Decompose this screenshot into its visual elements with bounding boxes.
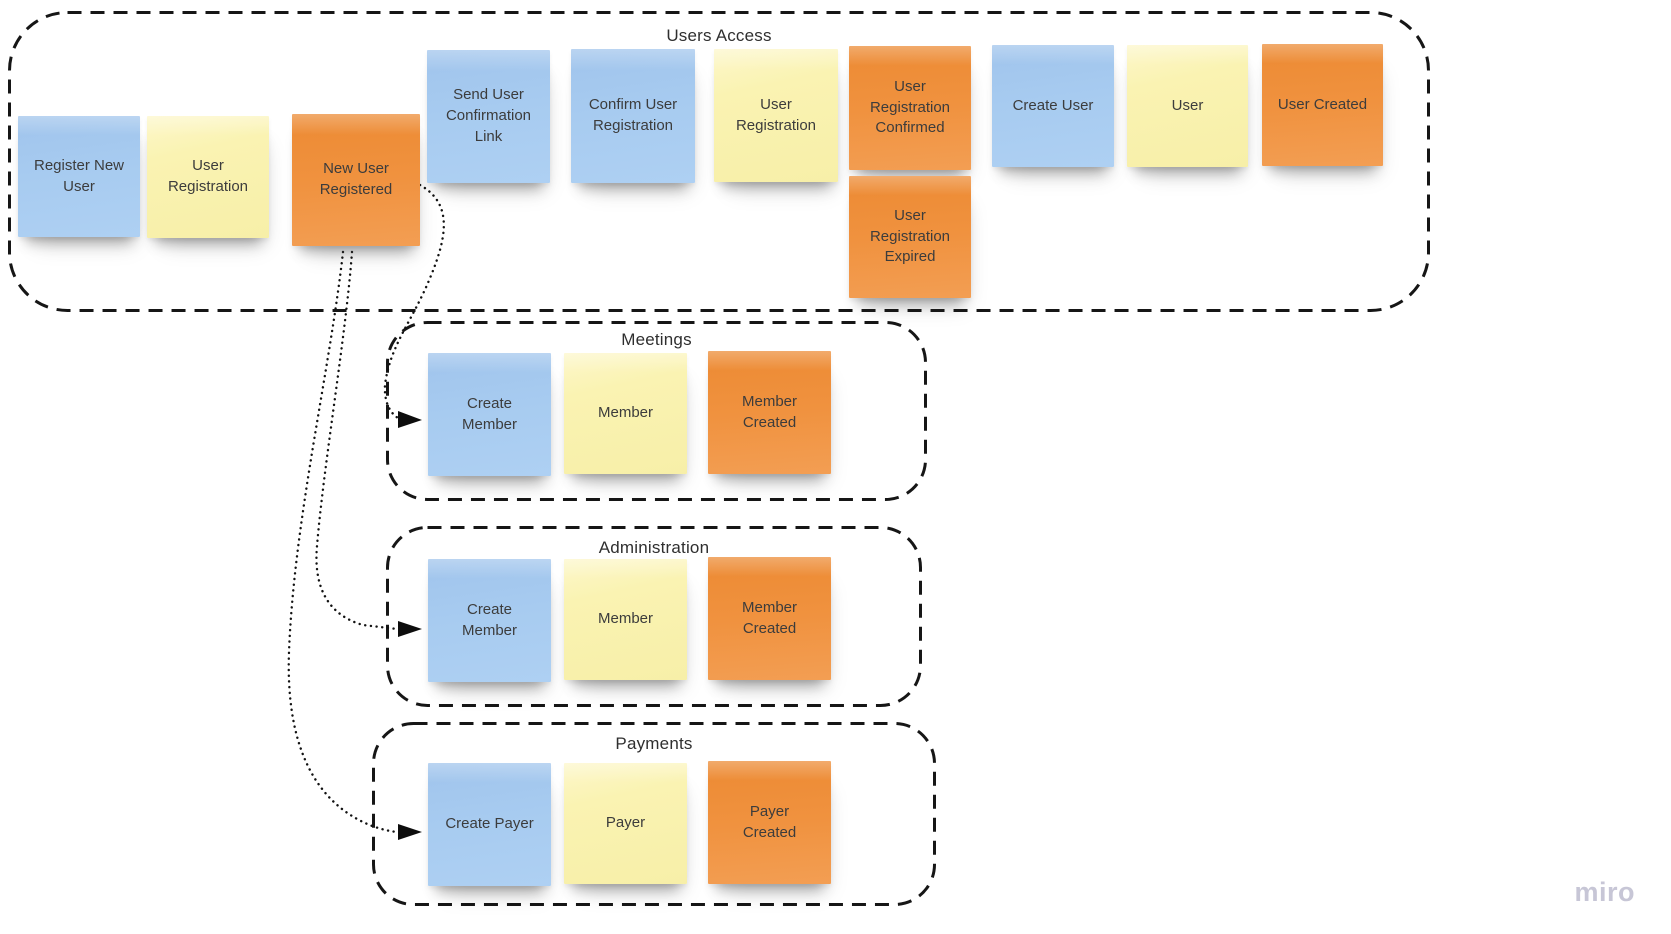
sticky-note[interactable]: Register New User <box>18 116 140 237</box>
sticky-note-label: Create Member <box>461 394 517 433</box>
sticky-note[interactable]: Member Created <box>708 351 831 474</box>
group-title-users-access: Users Access <box>666 26 772 45</box>
sticky-note-label: Member <box>597 404 653 422</box>
sticky-note[interactable]: Member Created <box>708 557 831 680</box>
sticky-note-label: Register New User <box>33 156 125 195</box>
connector-to-administration[interactable] <box>315 250 399 631</box>
sticky-note-label: User Registration <box>167 157 249 195</box>
sticky-note[interactable]: User Registration Confirmed <box>849 46 971 170</box>
miro-watermark: miro <box>1574 877 1635 907</box>
connector-arrowhead-to-meetings <box>398 411 422 428</box>
sticky-note-label: User Registration <box>735 95 817 134</box>
sticky-note[interactable]: Payer <box>564 763 687 884</box>
sticky-note-label: New User Registered <box>319 160 393 198</box>
sticky-note[interactable]: Send User Confirmation Link <box>427 50 550 183</box>
sticky-note[interactable]: User <box>1127 45 1248 167</box>
connector-arrowhead-to-payments <box>398 824 422 840</box>
group-title-payments: Payments <box>615 734 693 753</box>
sticky-note-label: Create Payer <box>445 815 534 833</box>
sticky-note[interactable]: Create Member <box>428 353 551 476</box>
sticky-note-label: User Registration Expired <box>869 206 951 266</box>
connector-arrowhead-to-administration <box>398 621 422 637</box>
sticky-note-label: User Created <box>1277 95 1368 113</box>
sticky-note[interactable]: Payer Created <box>708 761 831 884</box>
sticky-note-label: Create User <box>1012 96 1094 114</box>
sticky-note[interactable]: Member <box>564 559 687 680</box>
sticky-note[interactable]: User Registration Expired <box>849 176 971 298</box>
sticky-note-label: Create Member <box>461 600 517 639</box>
group-title-administration: Administration <box>598 538 710 557</box>
sticky-note-label: Member Created <box>741 598 797 637</box>
sticky-note-label: User <box>1171 96 1204 114</box>
group-title-meetings: Meetings <box>621 330 692 349</box>
sticky-note-label: Member Created <box>741 392 797 431</box>
sticky-note[interactable]: User Created <box>1262 44 1383 166</box>
sticky-note[interactable]: Create Member <box>428 559 551 682</box>
sticky-note-label: Payer Created <box>742 802 797 841</box>
sticky-note-label: Payer <box>605 814 646 832</box>
sticky-note[interactable]: User Registration <box>714 49 838 182</box>
sticky-note-label: User Registration Confirmed <box>869 77 951 137</box>
sticky-note-label: Confirm User Registration <box>588 96 678 134</box>
sticky-note[interactable]: User Registration <box>147 116 269 238</box>
sticky-note-label: Send User Confirmation Link <box>445 86 532 145</box>
sticky-note[interactable]: Confirm User Registration <box>571 49 695 183</box>
sticky-note[interactable]: Create Payer <box>428 763 551 886</box>
sticky-note[interactable]: Create User <box>992 45 1114 167</box>
sticky-note[interactable]: Member <box>564 353 687 474</box>
sticky-note-label: Member <box>597 610 653 628</box>
sticky-note[interactable]: New User Registered <box>292 114 420 246</box>
